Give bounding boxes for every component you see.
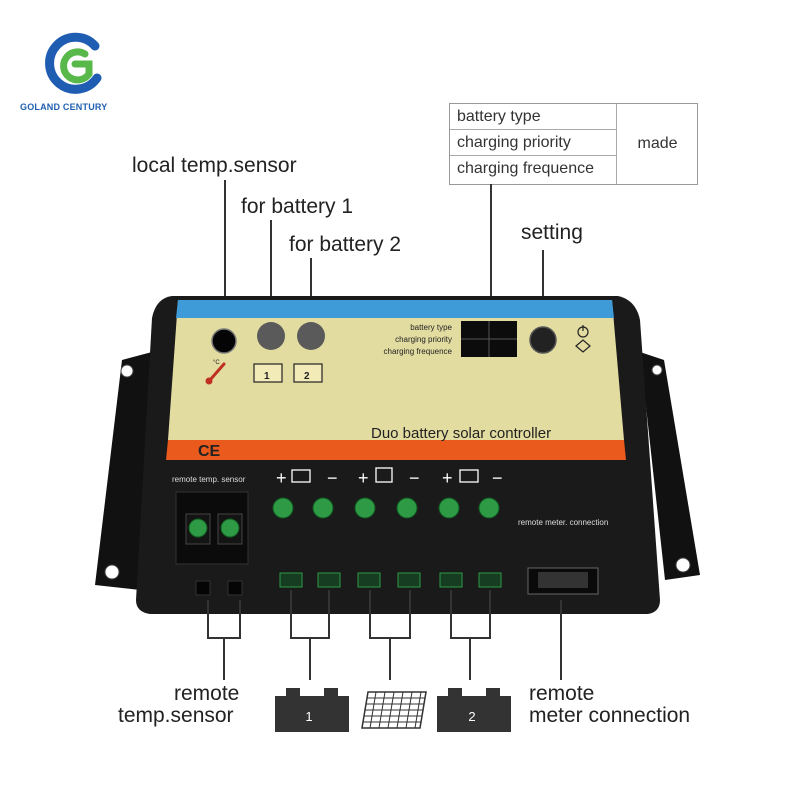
remote-meter-label: remote meter. connection	[518, 518, 608, 527]
info-made: made	[637, 135, 678, 152]
thermo-unit: °C	[213, 360, 220, 366]
label-remote-meter-line1: remote	[529, 682, 595, 705]
battery-icon	[253, 363, 323, 383]
goland-logo-icon	[45, 32, 107, 98]
label-remote-temp-line2: temp.sensor	[118, 704, 234, 727]
terminal-screws	[272, 497, 500, 519]
svg-text:−: −	[327, 468, 338, 488]
power-icon	[575, 325, 591, 353]
svg-text:−: −	[409, 468, 420, 488]
led-badge-2: 2	[304, 371, 310, 382]
svg-text:+: +	[276, 468, 287, 488]
callout-for-battery-2: for battery 2	[289, 233, 402, 256]
info-row-charging-priority: charging priority	[450, 130, 617, 156]
svg-text:+: +	[358, 468, 369, 488]
display-label-charging-frequence: charging frequence	[384, 347, 453, 356]
battery-1-number: 1	[305, 709, 312, 724]
ce-mark: CE	[198, 443, 221, 460]
solar-panel-icon	[361, 691, 427, 729]
label-remote-temp-line1: remote	[174, 682, 240, 705]
settings-info-table: battery type charging priority charging …	[449, 103, 698, 185]
thermometer-icon	[205, 362, 226, 385]
svg-text:−: −	[492, 468, 503, 488]
product-name: Duo battery solar controller	[371, 425, 551, 442]
battery-2-number: 2	[468, 709, 475, 724]
display-label-charging-priority: charging priority	[395, 335, 452, 344]
remote-temp-label: remote temp. sensor	[172, 475, 246, 484]
info-row-battery-type: battery type	[450, 104, 617, 130]
led-badge-1: 1	[264, 371, 270, 382]
battery-icon	[275, 688, 349, 732]
brand-name: GOLAND CENTURY	[20, 102, 108, 112]
label-remote-meter-line2: meter connection	[529, 704, 691, 727]
callout-setting: setting	[521, 221, 583, 244]
svg-text:+: +	[442, 468, 453, 488]
callout-local-temp-sensor: local temp.sensor	[132, 154, 297, 177]
callout-for-battery-1: for battery 1	[241, 195, 354, 218]
info-row-charging-frequence: charging frequence	[450, 156, 617, 184]
battery-icon	[437, 688, 511, 732]
display-label-battery-type: battery type	[410, 323, 452, 332]
